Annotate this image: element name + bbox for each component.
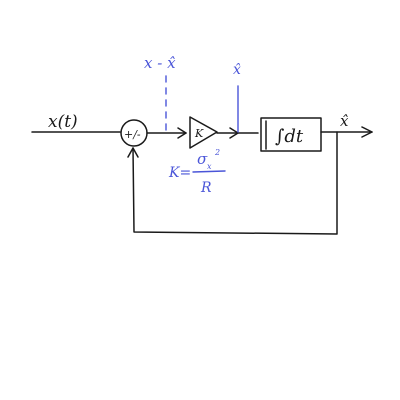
gain-formula-numerator-subscript: x	[207, 162, 212, 171]
output-arrowhead	[361, 126, 373, 138]
feedback-arrowhead	[127, 147, 139, 158]
estimate-label: x̂	[233, 62, 241, 78]
summer-to-gain-arrowhead	[177, 127, 187, 139]
gain-block	[189, 116, 218, 149]
gain-formula-numerator-superscript: 2	[214, 148, 220, 157]
integrator-label: ∫dt	[275, 126, 304, 147]
summing-junction-label: +/-	[124, 128, 141, 141]
gain-formula-numerator: σ	[197, 150, 208, 168]
gain-formula-fraction-bar	[192, 170, 226, 173]
gain-to-integrator-arrowhead	[229, 127, 239, 139]
gain-formula-lhs: K=	[168, 165, 191, 181]
gain-formula-denominator: R	[200, 180, 212, 196]
input-label: x(t)	[48, 112, 78, 132]
error-signal-label: x - x̂	[144, 54, 176, 72]
integrator-block	[260, 117, 322, 152]
gain-block-label: K	[194, 127, 204, 140]
feedback-line	[132, 131, 338, 235]
gain-formula: K= σ x 2 R	[168, 148, 226, 196]
output-label: x̂	[340, 112, 349, 130]
